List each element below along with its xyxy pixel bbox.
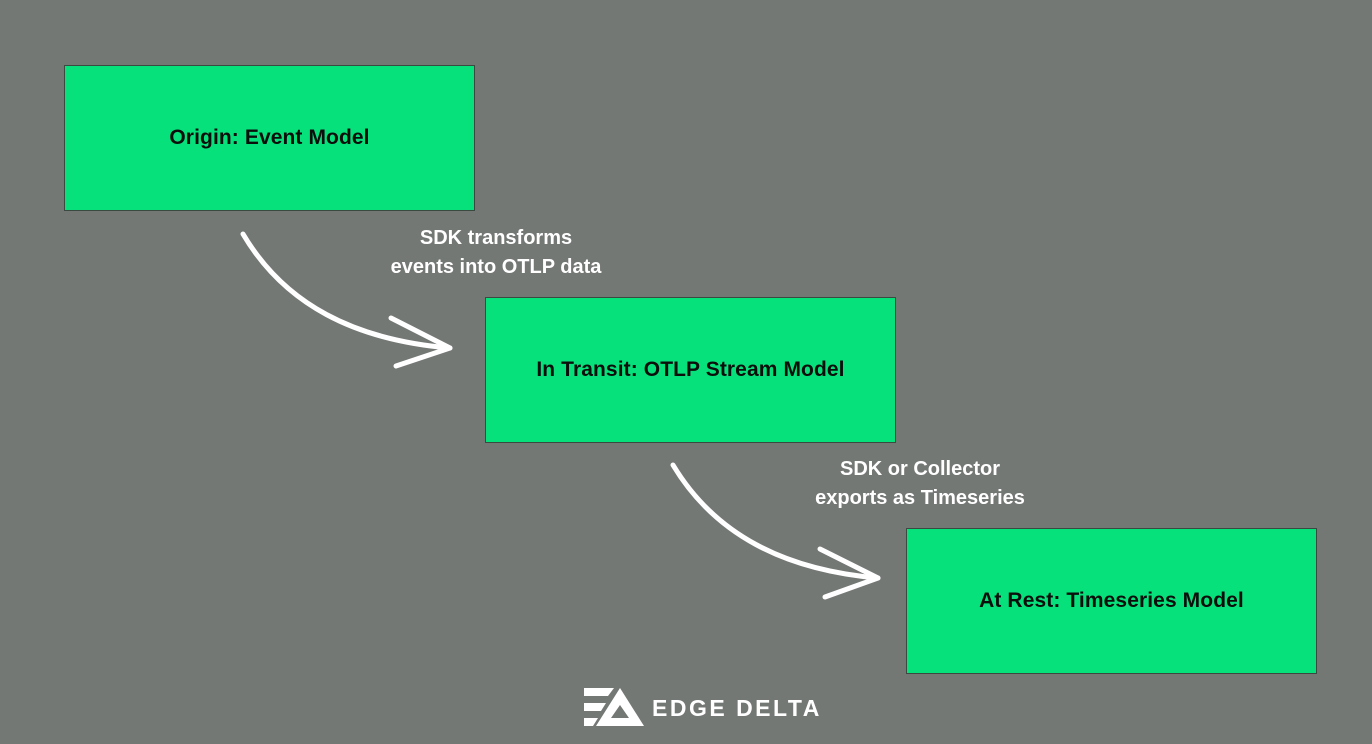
arrow-origin-to-transit <box>240 231 453 351</box>
edge-label-line: SDK transforms <box>419 227 573 249</box>
node-origin-event-model: Origin: Event Model <box>64 65 475 211</box>
node-transit-label: In Transit: OTLP Stream Model <box>536 358 845 381</box>
edge-label-line: events into OTLP data <box>390 256 602 278</box>
edge-label-line: exports as Timeseries <box>815 487 1025 509</box>
arrowhead-transit-to-rest <box>817 546 881 600</box>
node-origin-label: Origin: Event Model <box>169 126 370 149</box>
edge-delta-logo: EDGE DELTA <box>584 688 822 728</box>
edge-delta-logo-icon <box>584 688 644 726</box>
node-at-rest-timeseries-model: At Rest: Timeseries Model <box>906 528 1317 674</box>
arrow-transit-to-rest <box>670 462 881 581</box>
node-in-transit-otlp-stream-model: In Transit: OTLP Stream Model <box>485 297 896 443</box>
edge-label-line: SDK or Collector <box>839 458 1001 480</box>
edge-label-sdk-or-collector: SDK or Collector exports as Timeseries <box>790 455 1050 513</box>
edge-label-sdk-transforms: SDK transforms events into OTLP data <box>370 224 622 282</box>
brand-name: EDGE DELTA <box>652 695 822 721</box>
arrowhead-origin-to-transit <box>388 315 453 369</box>
node-rest-label: At Rest: Timeseries Model <box>979 589 1244 612</box>
